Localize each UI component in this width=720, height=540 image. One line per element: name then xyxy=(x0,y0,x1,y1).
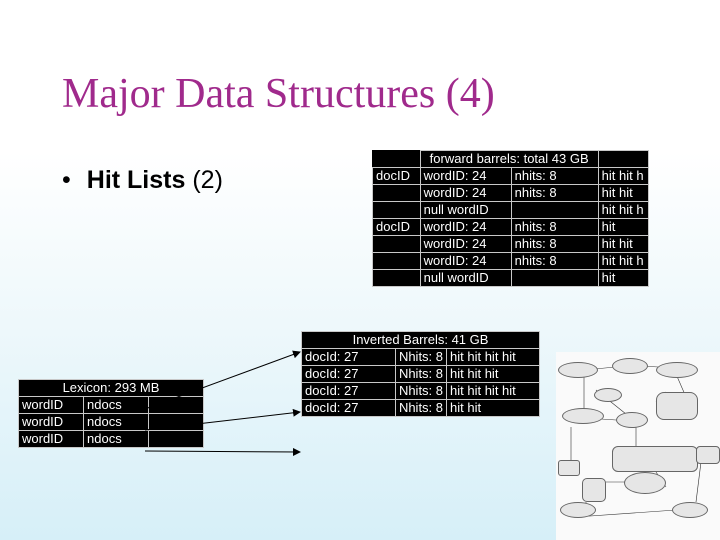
table-row: wordID ndocs xyxy=(18,430,204,448)
anchors-node xyxy=(594,388,622,402)
table-cell: null wordID xyxy=(419,269,512,287)
table-cell: hit hit hit hit xyxy=(446,348,540,366)
table-row: docId: 27 Nhits: 8 hit hit hit hit xyxy=(301,382,540,400)
links-node xyxy=(558,460,580,476)
pagerank-node xyxy=(560,502,596,518)
slide-title: Major Data Structures (4) xyxy=(62,71,495,117)
bullet-bold-text: Hit Lists xyxy=(86,166,186,194)
bullet-rest-text: (2) xyxy=(185,166,223,194)
table-cell: wordID xyxy=(18,430,84,448)
doc-index-node xyxy=(582,478,606,502)
table-cell: wordID: 24 xyxy=(419,218,512,236)
table-cell: hit hit h xyxy=(597,167,650,185)
table-row: wordID: 24 nhits: 8 hit hit xyxy=(372,235,650,253)
table-cell: docId: 27 xyxy=(301,382,396,400)
table-cell: wordID: 24 xyxy=(419,252,512,270)
table-cell: docId: 27 xyxy=(301,399,396,417)
barrels-node xyxy=(612,446,698,472)
bullet-point: • Hit Lists (2) xyxy=(62,166,223,195)
table-cell xyxy=(148,430,204,448)
table-cell: hit xyxy=(597,269,650,287)
table-row: docId: 27 Nhits: 8 hit hit hit hit xyxy=(301,348,540,366)
table-row: null wordID hit xyxy=(372,269,650,287)
table-cell: hit hit xyxy=(446,399,540,417)
table-row: docID wordID: 24 nhits: 8 hit xyxy=(372,218,650,236)
table-cell: Nhits: 8 xyxy=(394,348,448,366)
table-row: wordID ndocs xyxy=(18,413,204,431)
table-cell: hit hit h xyxy=(597,201,650,219)
indexer-node xyxy=(616,412,648,428)
pointer-arrow xyxy=(144,350,301,410)
table-cell: Nhits: 8 xyxy=(394,365,448,383)
table-row: docId: 27 Nhits: 8 hit hit xyxy=(301,399,540,417)
pointer-arrow xyxy=(144,408,301,431)
table-cell: hit hit hit hit xyxy=(446,382,540,400)
url-server-node xyxy=(558,362,598,378)
searcher-node xyxy=(672,502,708,518)
table-cell: wordID: 24 xyxy=(419,235,512,253)
table-cell: docID xyxy=(372,167,421,185)
lexicon-table: Lexicon: 293 MB wordID ndocs wordID ndoc… xyxy=(18,379,204,448)
table-cell: docID xyxy=(372,218,421,236)
url-resolver-node xyxy=(562,408,604,424)
table-cell: hit hit xyxy=(597,184,650,202)
table-cell: docId: 27 xyxy=(301,348,396,366)
lexicon-node xyxy=(696,446,720,464)
crawlers-node xyxy=(612,358,648,374)
table-row: wordID ndocs xyxy=(18,396,204,414)
table-row: null wordID hit hit h xyxy=(372,201,650,219)
table-cell: null wordID xyxy=(419,201,512,219)
sorter-node xyxy=(624,472,666,494)
inverted-barrels-table: Inverted Barrels: 41 GB docId: 27 Nhits:… xyxy=(301,331,540,417)
table-cell: hit xyxy=(597,218,650,236)
forward-barrels-table: forward barrels: total 43 GB docID wordI… xyxy=(372,150,650,287)
pointer-arrow xyxy=(144,447,301,456)
forward-barrels-header-spacer xyxy=(372,150,421,168)
architecture-diagram-thumbnail xyxy=(556,352,720,540)
store-server-node xyxy=(656,362,698,378)
bullet-dot: • xyxy=(62,166,71,194)
table-cell: Nhits: 8 xyxy=(394,399,448,417)
repository-node xyxy=(656,392,698,420)
table-cell: ndocs xyxy=(83,430,149,448)
table-cell: wordID xyxy=(18,413,84,431)
